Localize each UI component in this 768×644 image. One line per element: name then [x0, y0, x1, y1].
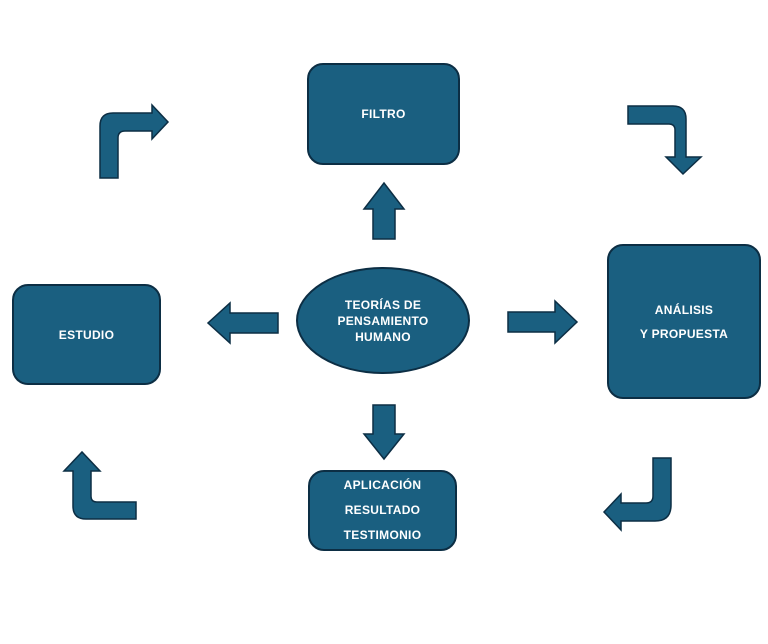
arrow-right-to-analisis [507, 299, 579, 345]
node-aplicacion-resultado-testimonio: APLICACIÓN RESULTADO TESTIMONIO [308, 470, 457, 551]
node-analisis-line-1: ANÁLISIS [654, 302, 714, 317]
node-aplicacion-line-2: RESULTADO [344, 503, 421, 517]
arrow-bent-analisis-to-aplicacion [602, 457, 672, 532]
node-center-line-3: HUMANO [355, 329, 411, 344]
arrow-up-to-filtro [362, 181, 406, 240]
arrow-down-to-aplicacion [362, 404, 406, 461]
node-aplicacion-line-3: TESTIMONIO [343, 528, 422, 542]
node-estudio: ESTUDIO [12, 284, 161, 385]
node-analisis-line-2: Y PROPUESTA [639, 326, 729, 341]
node-filtro: FILTRO [307, 63, 460, 165]
node-aplicacion-line-1: APLICACIÓN [343, 478, 422, 492]
node-teorias-pensamiento-humano: TEORÍAS DE PENSAMIENTO HUMANO [296, 267, 470, 374]
arrow-bent-estudio-to-filtro [99, 103, 170, 179]
arrow-left-to-estudio [206, 301, 279, 345]
arrow-bent-filtro-to-analisis [627, 105, 703, 176]
arrow-bent-aplicacion-to-estudio [62, 450, 137, 520]
node-analisis-propuesta: ANÁLISIS Y PROPUESTA [607, 244, 761, 399]
node-center-line-1: TEORÍAS DE [344, 297, 422, 312]
node-estudio-label: ESTUDIO [58, 327, 115, 342]
node-filtro-label: FILTRO [361, 107, 406, 121]
node-center-line-2: PENSAMIENTO [337, 313, 429, 328]
